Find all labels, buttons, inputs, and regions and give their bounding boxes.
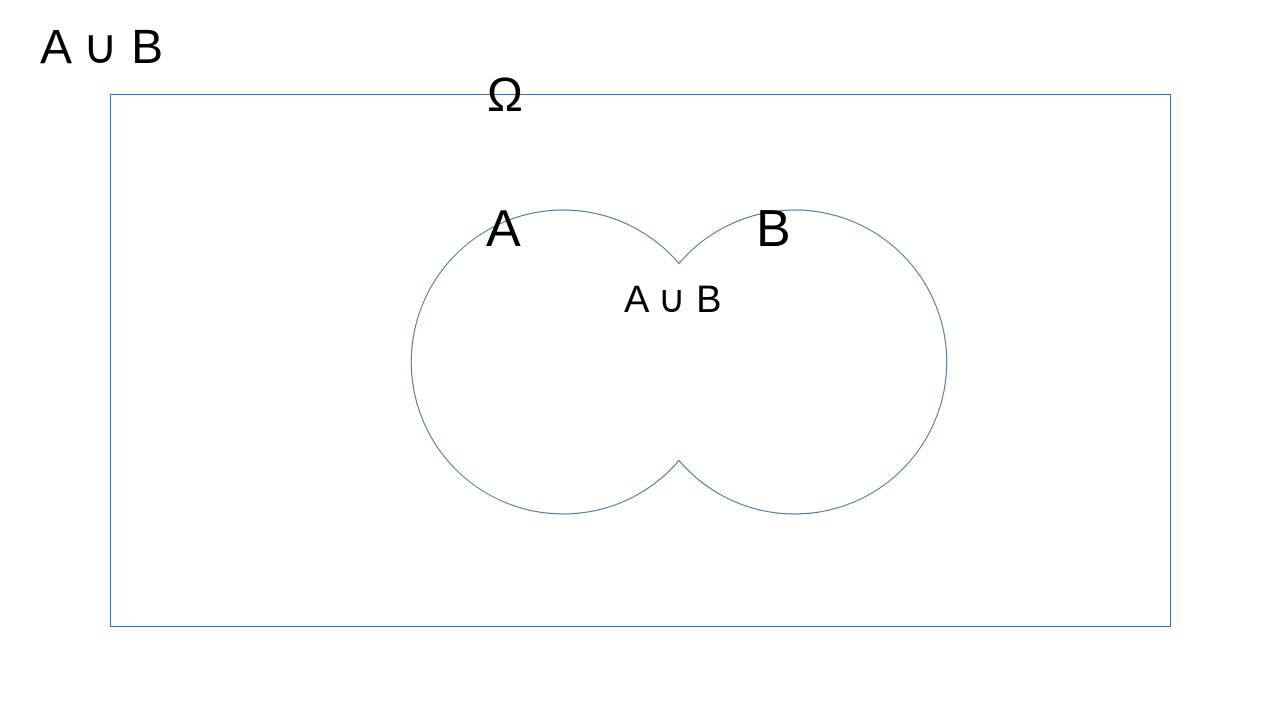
set-a-label: A bbox=[486, 200, 521, 258]
set-b-label: B bbox=[756, 200, 791, 258]
universe-rectangle bbox=[110, 94, 1171, 627]
union-region-label: A ∪ B bbox=[624, 279, 722, 321]
universe-label: Ω bbox=[487, 69, 523, 122]
slide-title: A ∪ B bbox=[40, 21, 164, 74]
union-outline bbox=[410, 209, 948, 515]
